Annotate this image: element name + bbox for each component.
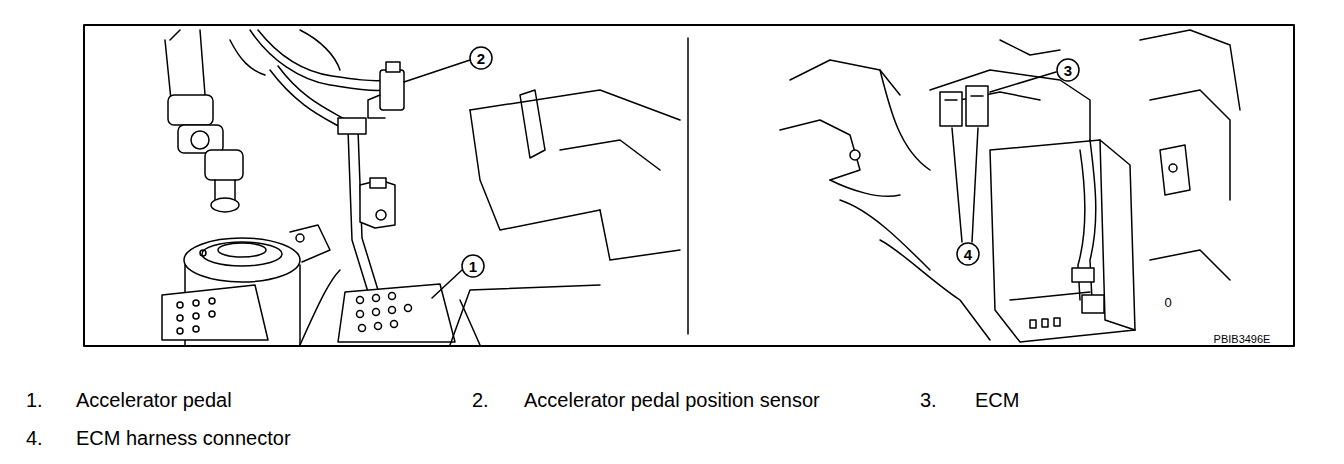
callout-number: 1: [469, 259, 477, 274]
panel-divider: [687, 38, 689, 334]
callout-circle: [462, 255, 484, 277]
ecm-area-drawing: [780, 30, 1240, 342]
callout-number: 2: [477, 51, 485, 66]
figure-code: PBIB3496E: [1214, 334, 1271, 345]
part-name: ECM harness connector: [76, 428, 291, 448]
pedal-area-drawing: [162, 30, 680, 345]
leader-line: [404, 60, 470, 82]
mark-text: 0: [1164, 296, 1171, 309]
part-number: 4.: [26, 428, 43, 448]
part-name: Accelerator pedal: [76, 390, 232, 410]
callout-circle: [1057, 59, 1079, 81]
leader-line: [432, 270, 462, 298]
leader-line: [952, 128, 962, 242]
callout-number: 4: [964, 247, 972, 262]
part-name: ECM: [975, 390, 1019, 410]
leader-line: [972, 128, 978, 242]
part-number: 2.: [472, 390, 489, 410]
part-number: 3.: [920, 390, 937, 410]
part-name: Accelerator pedal position sensor: [524, 390, 820, 410]
callout-circle: [470, 47, 492, 69]
callout-circle: [957, 243, 979, 265]
callout-number: 3: [1064, 63, 1072, 78]
frame: [84, 25, 1294, 346]
part-number: 1.: [26, 390, 43, 410]
leader-line: [990, 72, 1056, 92]
